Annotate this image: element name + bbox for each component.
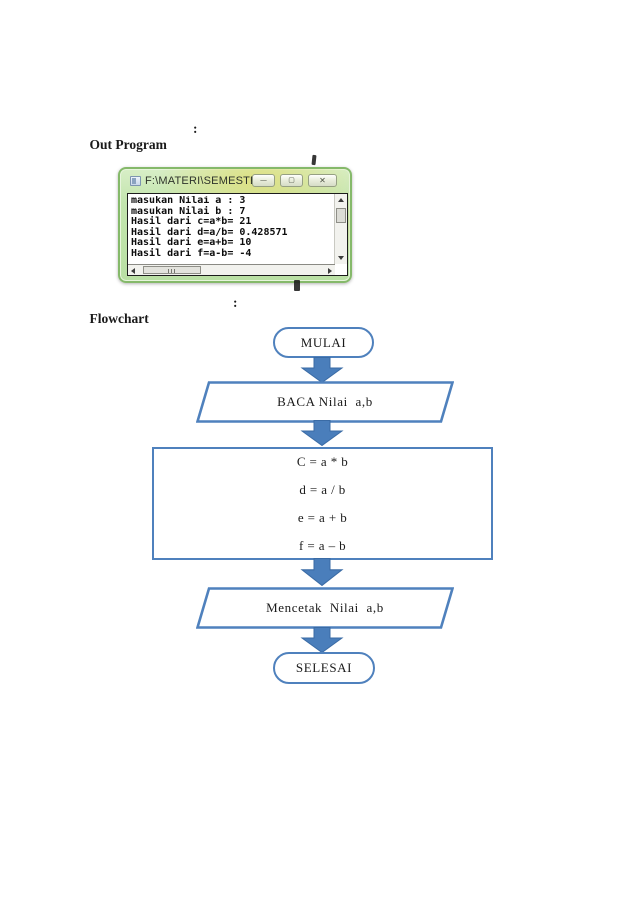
scroll-down-icon[interactable] xyxy=(338,256,344,260)
scan-mark xyxy=(294,280,300,291)
minimize-button[interactable]: — xyxy=(252,174,275,187)
flowchart-end-terminator: SELESAI xyxy=(273,652,375,684)
scroll-left-icon[interactable] xyxy=(131,268,135,274)
console-titlebar[interactable]: F:\MATERI\SEMESTER — ▢ ✕ xyxy=(120,169,350,193)
close-icon: ✕ xyxy=(319,175,326,185)
process-line: e = a + b xyxy=(297,509,348,525)
start-label: MULAI xyxy=(300,334,347,350)
scroll-right-icon[interactable] xyxy=(328,268,332,274)
flowchart-heading: Flowchart : xyxy=(76,295,238,359)
flowchart-colon: : xyxy=(233,295,238,310)
down-arrow-icon xyxy=(300,558,344,586)
process-line: f = a – b xyxy=(298,537,347,553)
down-arrow-icon xyxy=(300,627,344,653)
scroll-grip-icon xyxy=(168,269,176,273)
console-title: F:\MATERI\SEMESTER xyxy=(145,175,266,187)
scan-mark xyxy=(311,154,317,166)
console-output-text: masukan Nilai a : 3 masukan Nilai b : 7 … xyxy=(131,196,332,262)
console-line: Hasil dari c=a*b= 21 xyxy=(131,216,252,227)
console-window: F:\MATERI\SEMESTER — ▢ ✕ masukan Nilai a… xyxy=(118,167,352,283)
close-button[interactable]: ✕ xyxy=(308,174,337,187)
horizontal-scroll-thumb[interactable] xyxy=(143,266,201,274)
scroll-up-icon[interactable] xyxy=(338,198,344,202)
output-label: Mencetak Nilai a,b xyxy=(266,600,384,615)
out-program-heading: Out Program : xyxy=(76,121,198,185)
out-program-label: Out Program xyxy=(89,137,167,152)
flowchart-input-parallelogram: BACA Nilai a,b xyxy=(196,381,454,423)
input-label: BACA Nilai a,b xyxy=(277,394,373,409)
window-controls: — ▢ ✕ xyxy=(252,174,337,187)
console-output-area: masukan Nilai a : 3 masukan Nilai b : 7 … xyxy=(127,193,348,276)
flowchart-output-parallelogram: Mencetak Nilai a,b xyxy=(196,587,454,629)
console-line: Hasil dari e=a+b= 10 xyxy=(131,237,252,248)
maximize-icon: ▢ xyxy=(288,176,295,184)
down-arrow-icon xyxy=(300,357,344,383)
console-window-icon xyxy=(130,176,141,186)
process-line: C = a * b xyxy=(296,453,349,469)
console-line: Hasil dari f=a-b= -4 xyxy=(131,247,252,259)
flowchart-label: Flowchart xyxy=(89,311,149,326)
console-line: masukan Nilai a : 3 xyxy=(131,196,246,206)
horizontal-scrollbar[interactable] xyxy=(128,264,335,275)
minimize-icon: — xyxy=(260,176,267,184)
maximize-button[interactable]: ▢ xyxy=(280,174,303,187)
flowchart-start-terminator: MULAI xyxy=(273,327,374,358)
parallelogram-shape xyxy=(196,381,454,423)
end-label: SELESAI xyxy=(295,660,353,675)
flowchart-process-rectangle: C = a * b d = a / b e = a + b f = a – b xyxy=(152,447,493,560)
out-program-colon: : xyxy=(193,121,198,136)
parallelogram-shape xyxy=(196,587,454,629)
down-arrow-icon xyxy=(300,420,344,446)
process-line: d = a / b xyxy=(299,481,346,497)
vertical-scrollbar[interactable] xyxy=(334,194,347,264)
vertical-scroll-thumb[interactable] xyxy=(336,208,346,223)
